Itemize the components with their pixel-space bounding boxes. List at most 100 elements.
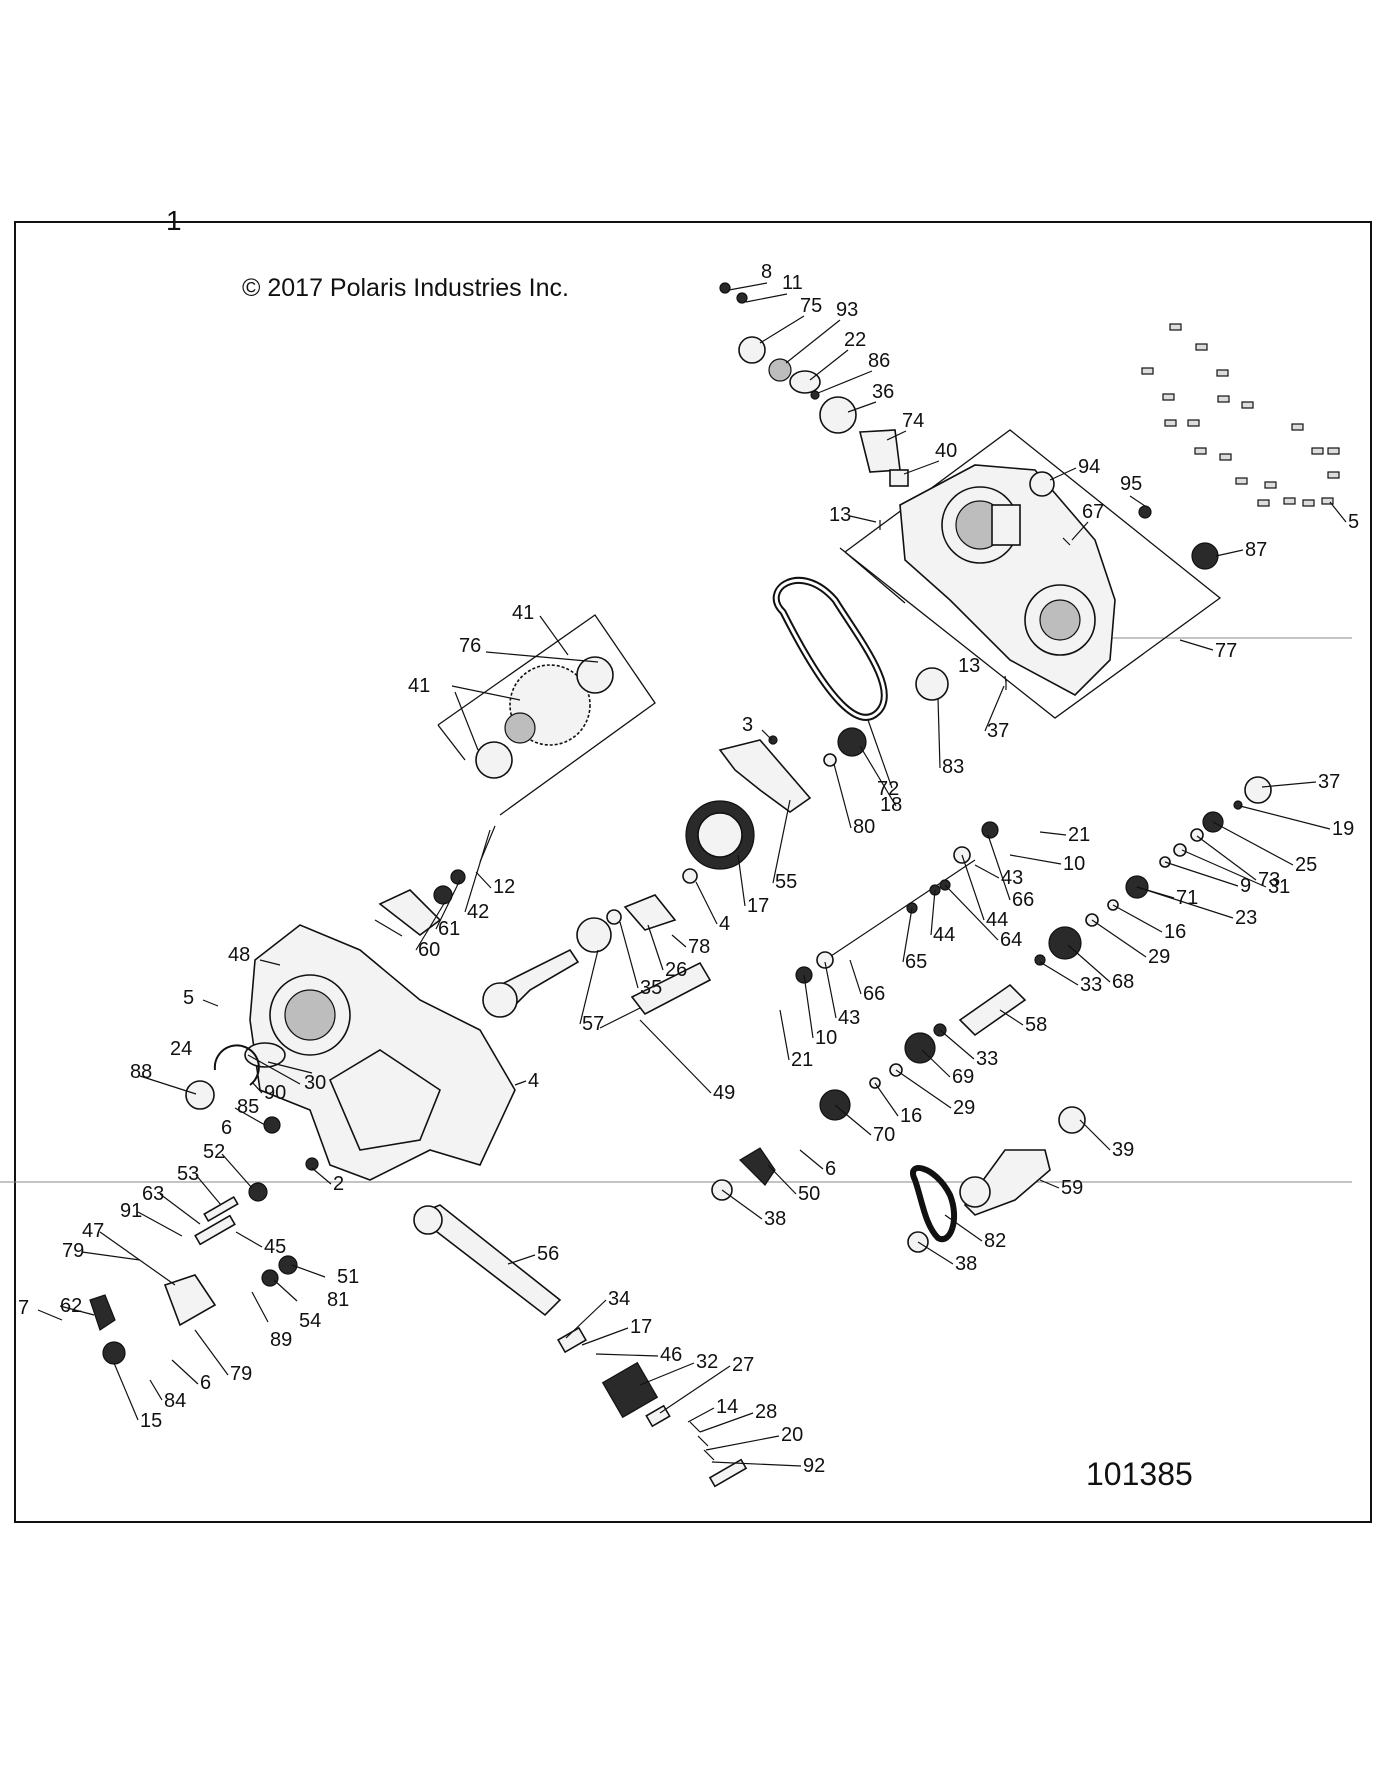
callout-label: 17 bbox=[747, 895, 769, 917]
callout-label: 17 bbox=[630, 1316, 652, 1338]
part-72-sprocket bbox=[837, 727, 867, 757]
callout-label: 8 bbox=[761, 261, 772, 283]
callout-label: 38 bbox=[764, 1208, 786, 1230]
callout-leader-line bbox=[1196, 835, 1257, 881]
callout-label: 71 bbox=[1176, 887, 1198, 909]
callout-label: 3 bbox=[742, 714, 753, 736]
callout-leader-line bbox=[817, 370, 873, 394]
callout-label: 41 bbox=[512, 602, 534, 624]
callout-leader-line bbox=[1039, 831, 1067, 836]
callout-label: 27 bbox=[732, 1354, 754, 1376]
callout-leader-line bbox=[451, 685, 521, 701]
callout-label: 16 bbox=[1164, 921, 1186, 943]
callout-label: 49 bbox=[713, 1082, 735, 1104]
callout-leader-line bbox=[659, 1365, 731, 1414]
callout-leader-line bbox=[803, 974, 814, 1039]
part-76-idler-gear-hub bbox=[504, 712, 536, 744]
callout-leader-line bbox=[699, 1412, 754, 1433]
callout-leader-line bbox=[745, 293, 788, 303]
callout-label: 23 bbox=[1235, 907, 1257, 929]
callout-leader-line bbox=[772, 799, 791, 884]
callout-label: 76 bbox=[459, 635, 481, 657]
callout-leader-line bbox=[273, 1279, 298, 1302]
part-14-ring bbox=[689, 1421, 701, 1433]
part-51-gear bbox=[278, 1255, 298, 1275]
callout-leader-line bbox=[1129, 495, 1146, 507]
callout-leader-line bbox=[867, 719, 893, 789]
callout-label: 12 bbox=[493, 876, 515, 898]
callout-label: 47 bbox=[82, 1220, 104, 1242]
part-62-pad bbox=[89, 1294, 116, 1331]
callout-leader-line bbox=[767, 1164, 797, 1195]
callout-label: 84 bbox=[164, 1390, 186, 1412]
callout-label: 33 bbox=[976, 1048, 998, 1070]
copyright-text: © 2017 Polaris Industries Inc. bbox=[242, 274, 569, 302]
callout-label: 2 bbox=[333, 1173, 344, 1195]
part-11-washer bbox=[736, 292, 748, 304]
callout-label: 6 bbox=[221, 1117, 232, 1139]
diagram-frame bbox=[14, 221, 1372, 1523]
callout-label: 37 bbox=[1318, 771, 1340, 793]
callout-leader-line bbox=[921, 1049, 951, 1078]
callout-label: 4 bbox=[719, 913, 730, 935]
callout-label: 32 bbox=[696, 1351, 718, 1373]
callout-leader-line bbox=[961, 854, 985, 921]
part-85-fitting bbox=[263, 1116, 281, 1134]
part-30-oring bbox=[244, 1042, 286, 1068]
callout-leader-line bbox=[859, 745, 897, 807]
callout-label: 80 bbox=[853, 816, 875, 838]
callout-label: 45 bbox=[264, 1236, 286, 1258]
callout-label: 35 bbox=[640, 977, 662, 999]
callout-leader-line bbox=[311, 1167, 332, 1185]
part-65-shift-rail bbox=[824, 859, 976, 961]
part-3-bolt bbox=[768, 735, 778, 745]
callout-leader-line bbox=[647, 924, 664, 971]
callout-leader-line bbox=[1136, 886, 1175, 899]
callout-leader-line bbox=[639, 1019, 712, 1094]
callout-label: 57 bbox=[582, 1013, 604, 1035]
callout-label: 30 bbox=[304, 1072, 326, 1094]
callout-label: 24 bbox=[170, 1038, 192, 1060]
part-37-bearing-right bbox=[1244, 776, 1272, 804]
part-75-flange bbox=[738, 336, 766, 364]
callout-label: 19 bbox=[1332, 818, 1354, 840]
callout-label: 62 bbox=[60, 1295, 82, 1317]
part-46-coupler bbox=[601, 1361, 659, 1419]
callout-label: 28 bbox=[755, 1401, 777, 1423]
callout-label: 54 bbox=[299, 1310, 321, 1332]
part-26-ring bbox=[606, 909, 622, 925]
callout-label: 92 bbox=[803, 1455, 825, 1477]
part-68-gear bbox=[1048, 926, 1082, 960]
callout-label: 43 bbox=[1001, 867, 1023, 889]
callout-label: 46 bbox=[660, 1344, 682, 1366]
part-35-bearing bbox=[576, 917, 612, 953]
callout-leader-line bbox=[1009, 854, 1062, 865]
callout-leader-line bbox=[999, 1009, 1024, 1026]
callout-label: 6 bbox=[825, 1158, 836, 1180]
part-86-washer bbox=[810, 390, 820, 400]
part-94-bearing bbox=[1029, 471, 1055, 497]
callout-label: 4 bbox=[528, 1070, 539, 1092]
callout-label: 60 bbox=[418, 939, 440, 961]
callout-label: 44 bbox=[986, 909, 1008, 931]
callout-leader-line bbox=[902, 907, 913, 963]
callout-leader-line bbox=[485, 651, 599, 663]
callout-label: 44 bbox=[933, 924, 955, 946]
callout-label: 86 bbox=[868, 350, 890, 372]
callout-leader-line bbox=[779, 1009, 790, 1061]
callout-leader-line bbox=[195, 1174, 222, 1206]
callout-label: 13 bbox=[829, 504, 851, 526]
callout-label: 66 bbox=[863, 983, 885, 1005]
callout-label: 83 bbox=[942, 756, 964, 778]
callout-leader-line bbox=[1181, 849, 1267, 888]
callout-leader-line bbox=[475, 871, 492, 889]
part-22-oring bbox=[789, 370, 821, 394]
callout-label: 14 bbox=[716, 1396, 738, 1418]
part-37-bearing-upper bbox=[915, 667, 949, 701]
callout-leader-line bbox=[159, 1193, 201, 1225]
callout-label: 20 bbox=[781, 1424, 803, 1446]
callout-label: 53 bbox=[177, 1163, 199, 1185]
callout-leader-line bbox=[944, 884, 999, 941]
callout-leader-line bbox=[984, 685, 1005, 732]
part-49-shift-drum bbox=[630, 961, 712, 1016]
